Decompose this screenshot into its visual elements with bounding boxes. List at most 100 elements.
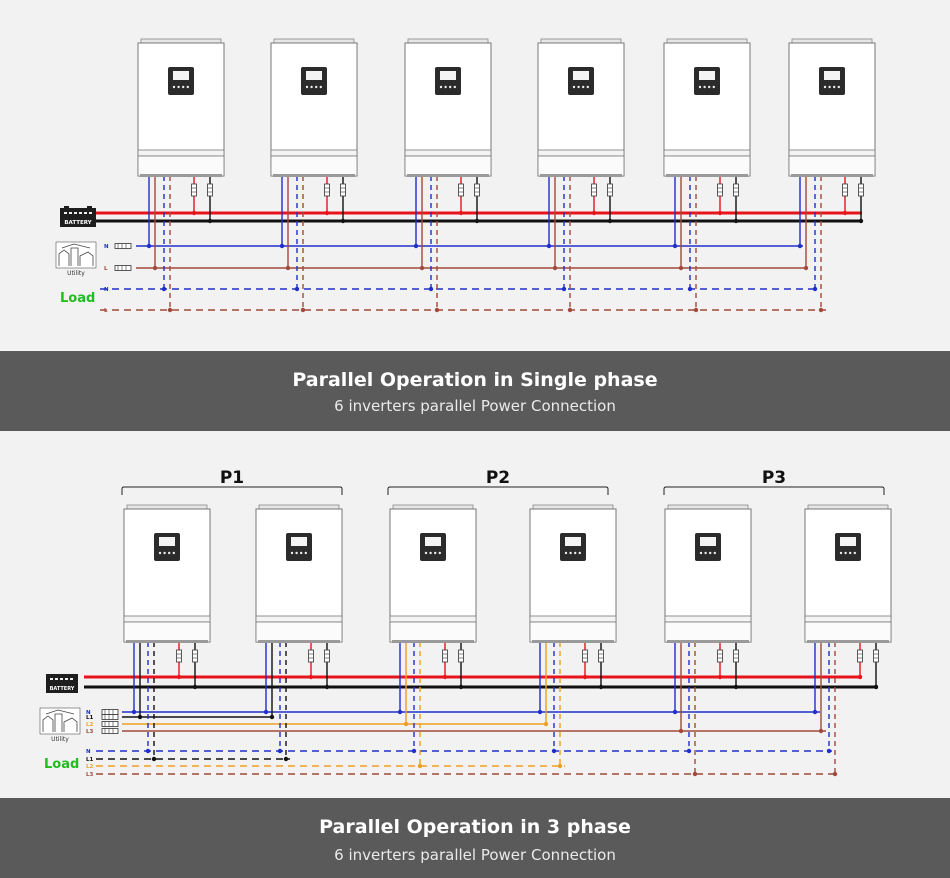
- breaker-body: [114, 243, 132, 249]
- junction-dot: [428, 286, 434, 292]
- breaker-icon: [101, 728, 119, 734]
- junction-dot: [131, 709, 137, 715]
- fuse-icon: [176, 649, 182, 663]
- junction-dot: [137, 714, 143, 720]
- inverter-button-dot: [177, 85, 180, 89]
- battery-cell: [60, 678, 63, 680]
- inverter-lcd: [565, 537, 581, 546]
- inverter-foot: [791, 174, 873, 177]
- breaker-icon: [101, 721, 119, 727]
- battery-cell: [79, 212, 82, 214]
- inverter-lcd: [699, 71, 715, 80]
- inverter-base: [137, 155, 225, 177]
- junction-dot: [678, 728, 684, 734]
- inverter-lcd: [840, 537, 856, 546]
- load-line-label: L2: [86, 764, 94, 770]
- group-bracket: [121, 486, 343, 495]
- junction-dot: [543, 721, 549, 727]
- inverter-button-dot: [578, 551, 581, 555]
- inverter-top: [392, 504, 474, 510]
- inverter-button-dot: [823, 85, 827, 89]
- utility-sketch: [58, 243, 94, 266]
- junction-dot: [192, 684, 198, 690]
- junction-dot: [546, 243, 552, 249]
- junction-dot: [537, 709, 543, 715]
- inverter-button-dot: [290, 551, 294, 555]
- inverter-button-dot: [564, 551, 568, 555]
- junction-dot: [419, 265, 425, 271]
- inverter-foot: [532, 640, 614, 643]
- inverter-unit: [663, 38, 751, 177]
- junction-dot: [582, 674, 588, 680]
- fuse-icon: [717, 183, 723, 197]
- junction-dot: [858, 218, 864, 224]
- junction-dot: [434, 307, 440, 313]
- inverter-button-dot: [158, 551, 162, 555]
- junction-dot: [442, 674, 448, 680]
- inverter-base: [255, 621, 343, 643]
- fuse-icon: [591, 183, 597, 197]
- fuse-icon: [842, 183, 848, 197]
- junction-dot: [717, 674, 723, 680]
- junction-dot: [591, 210, 597, 216]
- inverter-band: [529, 615, 617, 623]
- fuse-icon: [308, 649, 314, 663]
- junction-dot: [277, 748, 283, 754]
- inverter-button-dot: [182, 85, 185, 89]
- utility-frame: [39, 707, 81, 735]
- fuse-icon: [442, 649, 448, 663]
- inverter-unit: [529, 504, 617, 643]
- inverter-top: [532, 504, 614, 510]
- group-bracket: [387, 486, 609, 495]
- inverter-top: [666, 38, 748, 44]
- junction-dot: [693, 307, 699, 313]
- junction-dot: [818, 728, 824, 734]
- junction-dot: [692, 771, 698, 777]
- inverter-unit: [404, 38, 492, 177]
- inverter-button-dot: [295, 551, 298, 555]
- battery-terminal: [64, 206, 69, 208]
- breaker-body: [101, 721, 119, 727]
- junction-dot: [458, 210, 464, 216]
- ac-in-label: L2: [86, 722, 94, 728]
- junction-dot: [551, 748, 557, 754]
- junction-dot: [283, 756, 289, 762]
- group-label: P1: [220, 468, 244, 488]
- inverter-button-dot: [837, 85, 840, 89]
- inverter-button-dot: [704, 551, 707, 555]
- junction-dot: [857, 674, 863, 680]
- inverter-band: [389, 615, 477, 623]
- inverter-top: [407, 38, 489, 44]
- utility-frame: [55, 241, 97, 269]
- inverter-button-dot: [698, 85, 702, 89]
- inverter-button-dot: [438, 551, 441, 555]
- inverter-button-dot: [839, 551, 843, 555]
- breaker-body: [101, 709, 119, 715]
- junction-dot: [403, 721, 409, 727]
- junction-dot: [458, 684, 464, 690]
- inverter-button-dot: [310, 85, 313, 89]
- inverter-band: [664, 615, 752, 623]
- breaker-body: [101, 714, 119, 720]
- inverter-base: [663, 155, 751, 177]
- junction-dot: [279, 243, 285, 249]
- ac-in-label: N: [104, 244, 109, 250]
- inverter-unit: [804, 504, 892, 643]
- junction-dot: [733, 218, 739, 224]
- utility-label: Utility: [51, 736, 69, 743]
- inverter-base: [389, 621, 477, 643]
- battery-icon-group: BATTERY: [46, 674, 78, 693]
- junction-dot: [812, 286, 818, 292]
- inverter-button-dot: [577, 85, 580, 89]
- single-phase-banner: Parallel Operation in Single phase 6 inv…: [0, 351, 950, 431]
- junction-dot: [687, 286, 693, 292]
- inverter-top: [540, 38, 622, 44]
- inverter-lcd: [173, 71, 189, 80]
- inverter-base: [529, 621, 617, 643]
- junction-dot: [686, 748, 692, 754]
- junction-dot: [308, 674, 314, 680]
- inverter-button-dot: [569, 551, 572, 555]
- battery-cell: [74, 212, 77, 214]
- inverter-base: [123, 621, 211, 643]
- junction-dot: [411, 748, 417, 754]
